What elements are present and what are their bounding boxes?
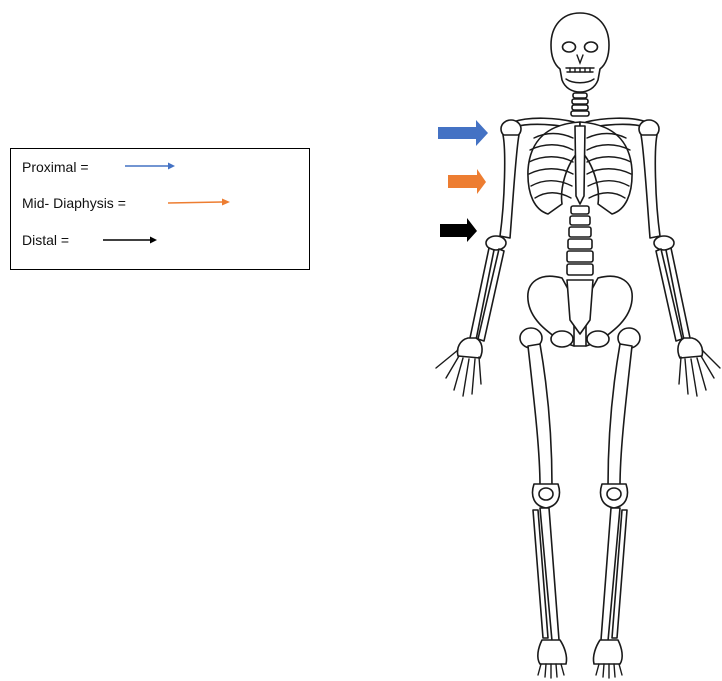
right-humerus bbox=[639, 120, 674, 250]
right-lower-leg bbox=[601, 508, 627, 641]
proximal-block-arrow bbox=[438, 120, 488, 146]
left-knee bbox=[533, 484, 560, 508]
distal-block-arrow bbox=[440, 218, 477, 242]
left-foot bbox=[538, 640, 567, 678]
cervical-spine bbox=[571, 93, 589, 116]
left-hand bbox=[436, 338, 482, 396]
right-femur bbox=[608, 328, 640, 486]
rib-cage bbox=[528, 122, 632, 214]
right-foot bbox=[593, 640, 622, 678]
mid-diaphysis-block-arrow bbox=[448, 169, 486, 194]
skull bbox=[551, 13, 609, 92]
left-lower-leg bbox=[533, 508, 559, 641]
lumbar-spine bbox=[567, 206, 593, 275]
right-hand bbox=[678, 338, 720, 396]
left-forearm bbox=[470, 248, 504, 341]
pelvis bbox=[528, 276, 632, 347]
human-skeleton bbox=[436, 13, 720, 678]
right-forearm bbox=[656, 248, 690, 341]
left-humerus bbox=[486, 120, 521, 250]
left-femur bbox=[520, 328, 552, 486]
sternum bbox=[575, 126, 585, 204]
right-knee bbox=[601, 484, 628, 508]
